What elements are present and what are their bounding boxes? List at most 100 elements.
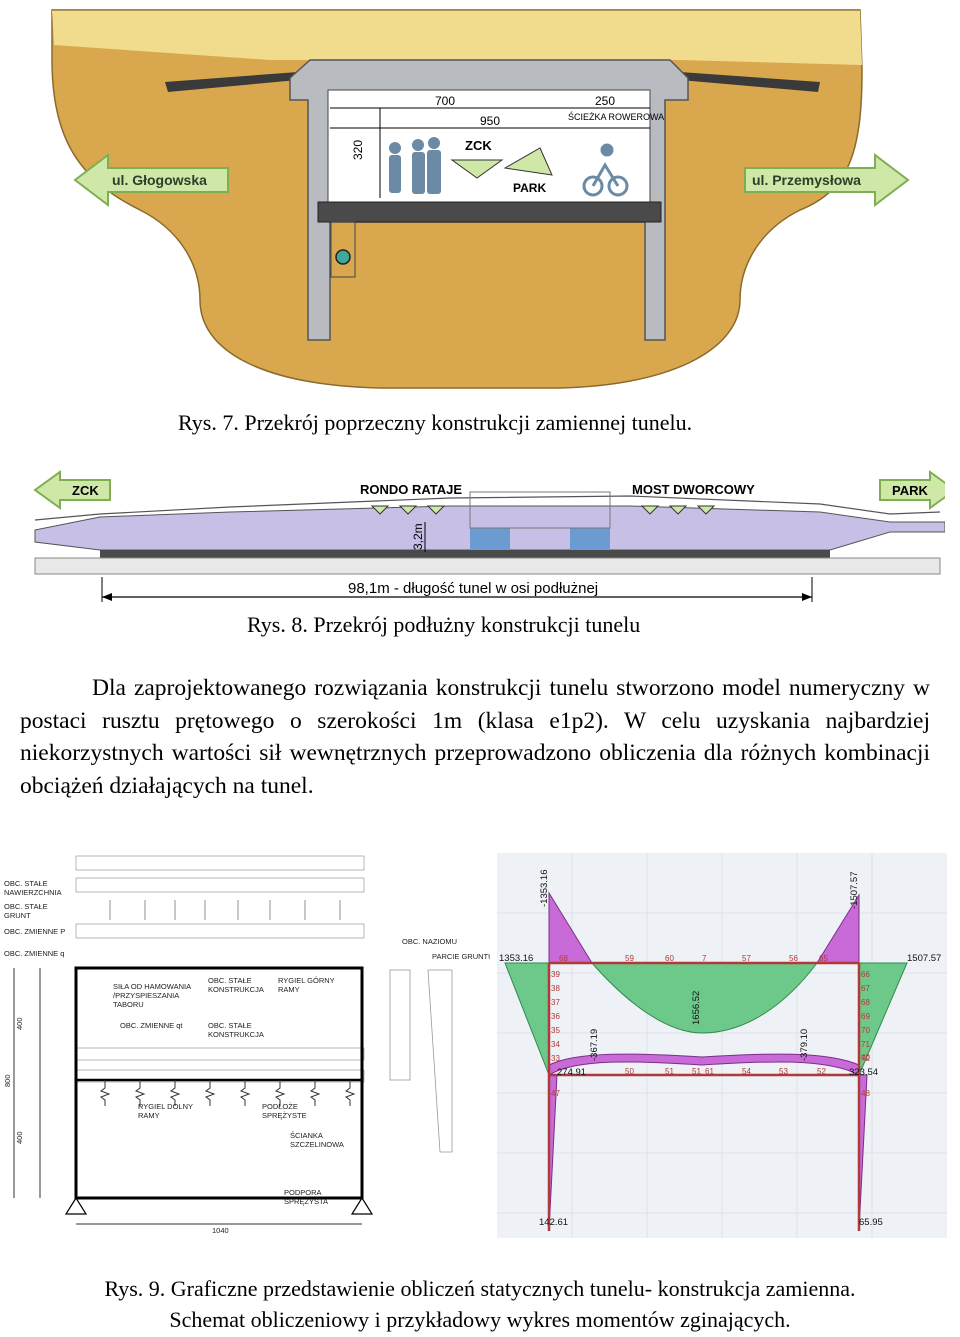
val-base-right: 65.95	[859, 1217, 883, 1228]
label-obc-stale-1a: OBC. STAŁE	[4, 879, 48, 888]
label-glogowska: ul. Głogowska	[112, 172, 207, 188]
val-top-left-vert: -1353.16	[539, 869, 550, 907]
pedestrians-icon	[389, 137, 441, 194]
node-lw-4: 36	[551, 1012, 560, 1021]
node-lw-5: 35	[551, 1026, 560, 1035]
label-rondo: RONDO RATAJE	[360, 482, 462, 497]
node-top-1: 68	[559, 954, 568, 963]
label-grunt: GRUNT	[4, 911, 31, 920]
dim-800: 800	[3, 1074, 12, 1087]
node-rw-4: 69	[861, 1012, 870, 1021]
fig7-caption: Rys. 7. Przekrój poprzeczny konstrukcji …	[178, 410, 693, 435]
body-paragraph: Dla zaprojektowanego rozwiązania konstru…	[20, 675, 930, 799]
label-obc-stale-4a: OBC. STAŁE	[208, 1021, 252, 1030]
label-taboru: TABORU	[113, 1000, 144, 1009]
node-bb-5: 54	[742, 1067, 751, 1076]
node-rw-2: 67	[861, 984, 870, 993]
label-park: PARK	[513, 181, 546, 195]
label-park-8: PARK	[892, 483, 928, 498]
fig8-caption: Rys. 8. Przekrój podłużny konstrukcji tu…	[247, 612, 641, 637]
dim-400-top: 400	[15, 1017, 24, 1030]
node-llw-1: 47	[551, 1089, 560, 1098]
label-obc-zmienne-q: OBC. ZMIENNE q	[4, 949, 64, 958]
dim-250: 250	[595, 94, 615, 108]
label-nawierzchnia: NAWIERZCHNIA	[4, 888, 62, 897]
label-obc-zmienne-p: OBC. ZMIENNE P	[4, 927, 65, 936]
moment-top-beam	[590, 962, 819, 1034]
node-rw-5: 70	[861, 1026, 870, 1035]
label-zck-8: ZCK	[72, 483, 99, 498]
node-lw-7: 33	[551, 1054, 560, 1063]
dim-700: 700	[435, 94, 455, 108]
label-parcie-gruntu: PARCIE GRUNTU	[432, 952, 490, 961]
label-przyspieszania: /PRZYSPIESZANIA	[113, 991, 179, 1000]
label-sila-hamowania: SIŁA OD HAMOWANIA	[113, 982, 191, 991]
node-bb-6: 53	[779, 1067, 788, 1076]
frame-schema	[74, 966, 364, 1200]
label-obc-zmienne-qt: OBC. ZMIENNE qt	[120, 1021, 183, 1030]
val-top-right-vert: -1507.57	[849, 871, 860, 909]
node-bb-1: 50	[625, 1067, 634, 1076]
dim-length: 98,1m - długość tunel w osi podłużnej	[348, 580, 598, 597]
load-arrows-icon	[109, 900, 341, 920]
node-bb-7: 52	[817, 1067, 826, 1076]
node-lw-6: 34	[551, 1040, 560, 1049]
node-top-3: 60	[665, 954, 674, 963]
label-obc-naziomu: OBC. NAZIOMU	[402, 937, 457, 946]
val-lower-left: -367.19	[589, 1029, 600, 1061]
fig9-caption-line2: Schemat obliczeniowy i przykładowy wykre…	[169, 1307, 791, 1332]
val-midspan: 1656.52	[691, 991, 702, 1025]
label-scianka: ŚCIANKA	[290, 1131, 323, 1140]
label-szczelinowa: SZCZELINOWA	[290, 1140, 344, 1149]
arrow-left-zck	[33, 470, 111, 510]
dim-320: 320	[351, 140, 365, 160]
label-rygiel-dolny: RYGIEL DOLNY	[138, 1102, 193, 1111]
label-przemyslowa: ul. Przemysłowa	[752, 172, 861, 188]
label-sprezysta: SPRĘŻYSTA	[284, 1197, 328, 1206]
springs-icon	[99, 1080, 356, 1106]
node-rw-3: 68	[861, 998, 870, 1007]
fig9-caption-line1: Rys. 9. Graficzne przedstawienie oblicze…	[104, 1276, 856, 1301]
figure-9-schema: OBC. STAŁE NAWIERZCHNIA OBC. STAŁE GRUNT…	[0, 852, 494, 1237]
val-base-left: 142.61	[539, 1217, 568, 1228]
dim-950: 950	[480, 114, 500, 128]
figure-7-cross-section: 700 950 250 320 ŚCIEŻKA ROWEROWA ZCK PAR…	[40, 0, 920, 395]
label-sprezyste: SPRĘŻYSTE	[262, 1111, 307, 1120]
cyclist-icon	[582, 143, 629, 197]
label-konstrukcja-1: KONSTRUKCJA	[208, 985, 264, 994]
val-bottom-right-node: 323.54	[849, 1067, 878, 1078]
sand-layer	[52, 10, 862, 65]
val-bottom-left-node: 274.91	[557, 1067, 586, 1078]
label-bike-path: ŚCIEŻKA ROWEROWA	[568, 111, 664, 122]
label-obc-stale-3a: OBC. STAŁE	[208, 976, 252, 985]
figure-9-moment-diagram: 1353.16 1507.57 -1353.16 -1507.57 1656.5…	[497, 853, 947, 1238]
arrow-left-glogowska	[73, 152, 229, 208]
node-rw-7: 72	[861, 1054, 870, 1063]
arrow-right-przemyslowa	[744, 152, 910, 208]
arrow-park-icon	[503, 147, 553, 176]
node-bb-3: 51	[692, 1067, 701, 1076]
arrow-zck-icon	[450, 159, 504, 179]
node-top-6: 56	[789, 954, 798, 963]
val-top-right: 1507.57	[907, 953, 941, 964]
label-zck: ZCK	[465, 138, 492, 153]
supports-icon	[64, 1196, 374, 1215]
node-rw-1: 66	[861, 970, 870, 979]
dim-400-bottom: 400	[15, 1131, 24, 1144]
node-top-2: 59	[625, 954, 634, 963]
label-obc-stale-2a: OBC. STAŁE	[4, 902, 48, 911]
label-ramy-1: RAMY	[278, 985, 300, 994]
val-top-left: 1353.16	[499, 953, 533, 964]
node-top-7: 65	[819, 954, 828, 963]
figure-8-longitudinal-section: 3,2m ZCK PARK RONDO RATAJE MOST DWORCOWY…	[30, 462, 957, 612]
node-bb-4: 61	[705, 1067, 714, 1076]
label-podloze: PODŁOŻE	[262, 1102, 298, 1111]
direction-arrows-icon	[370, 505, 716, 515]
node-rlw-1: 40	[861, 1053, 870, 1062]
label-konstrukcja-2: KONSTRUKCJA	[208, 1030, 264, 1039]
node-top-4: 7	[702, 954, 707, 963]
node-rlw-2: 48	[861, 1089, 870, 1098]
fig9-caption: Rys. 9. Graficzne przedstawienie oblicze…	[0, 1273, 960, 1335]
node-lw-3: 37	[551, 998, 560, 1007]
label-rygiel-gorny: RYGIEL GÓRNY	[278, 976, 335, 985]
